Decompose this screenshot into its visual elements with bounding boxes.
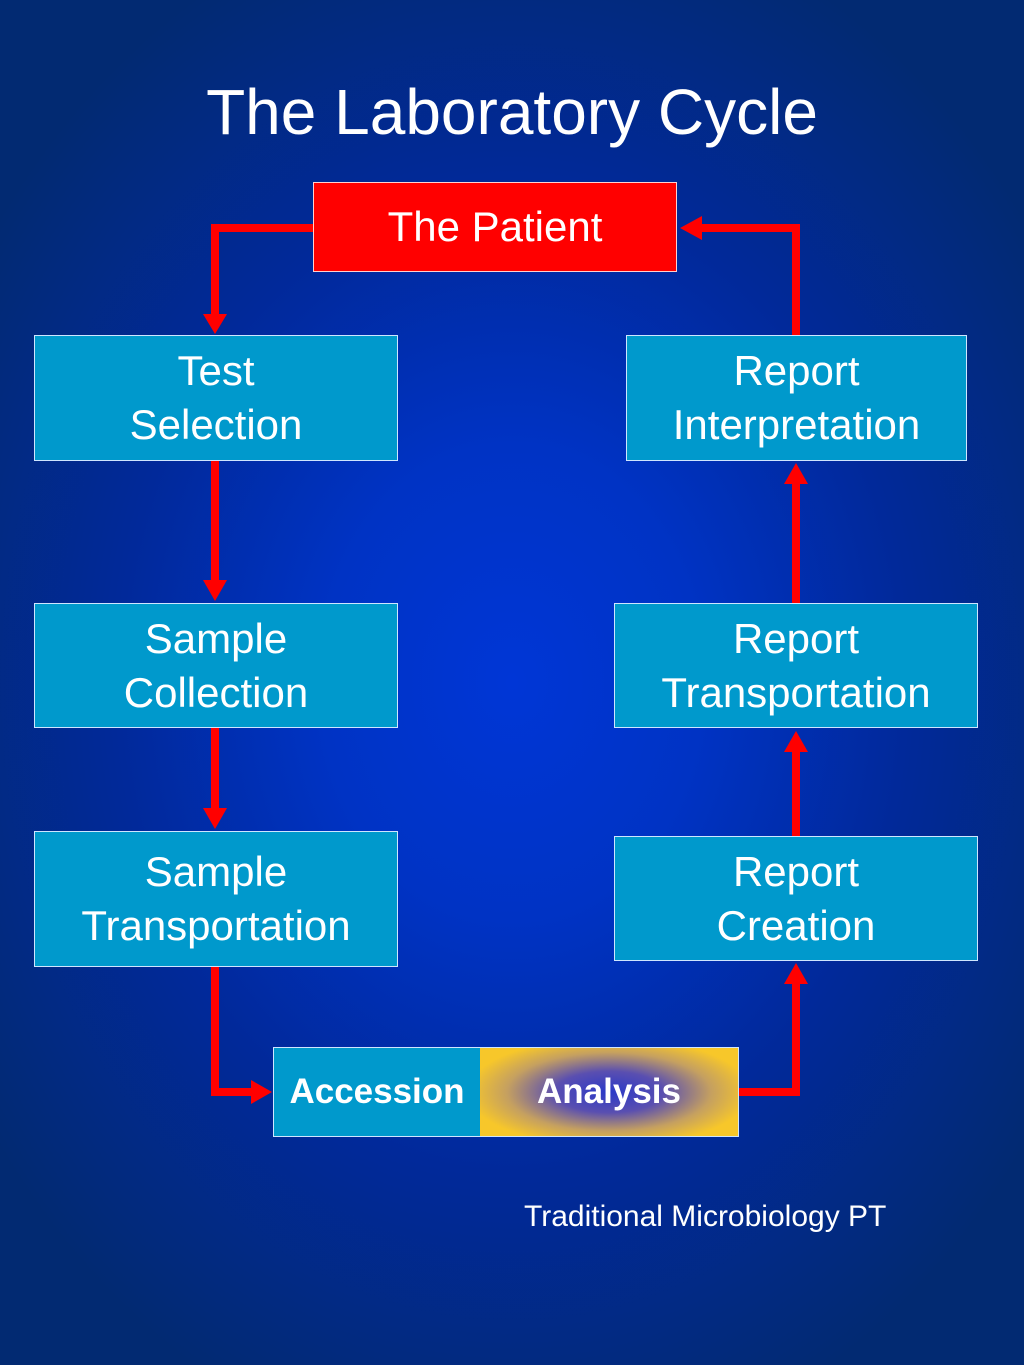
box-line: Creation <box>716 901 876 949</box>
report-creation-box: Report Creation <box>614 836 978 961</box>
box-line: Transportation <box>81 902 351 949</box>
box-line: Collection <box>123 668 309 716</box>
slide-title: The Laboratory Cycle <box>206 76 818 148</box>
box-line: Transportation <box>661 668 931 716</box>
arrow-analysis-to-report-creation <box>739 980 800 1096</box>
box-line: Sample <box>144 848 288 895</box>
patient-label: The Patient <box>387 203 603 250</box>
patient-box: The Patient <box>313 182 677 272</box>
box-line: Test <box>177 347 255 394</box>
box-line: Report <box>733 347 860 394</box>
arrowhead-up <box>784 963 808 984</box>
arrow-patient-to-test-selection <box>211 224 313 318</box>
accession-cell: Accession <box>274 1048 480 1136</box>
arrowhead-down <box>203 580 227 601</box>
sample-collection-box: Sample Collection <box>34 603 398 728</box>
report-transportation-box: Report Transportation <box>614 603 978 728</box>
analysis-label: Analysis <box>537 1072 681 1111</box>
report-interpretation-box: Report Interpretation <box>626 335 967 461</box>
arrowhead-down <box>203 314 227 334</box>
test-selection-box: Test Selection <box>34 335 398 461</box>
box-line: Sample <box>144 614 288 662</box>
sample-transportation-box: Sample Transportation <box>34 831 398 967</box>
accession-label: Accession <box>289 1072 465 1111</box>
analysis-cell: Analysis <box>480 1048 738 1136</box>
arrowhead-left <box>680 216 702 240</box>
caption: Traditional Microbiology PT <box>524 1200 887 1233</box>
arrowhead-up <box>784 463 808 484</box>
arrowhead-down <box>203 808 227 829</box>
box-line: Report <box>732 614 860 662</box>
accession-analysis-box: Accession Analysis <box>273 1047 739 1137</box>
arrow-interpretation-to-patient <box>698 224 800 335</box>
arrow-transportation-to-accession <box>211 967 255 1096</box>
arrowhead-up <box>784 731 808 752</box>
box-line: Selection <box>129 401 303 448</box>
box-line: Interpretation <box>672 401 921 448</box>
arrowhead-right <box>251 1080 272 1104</box>
box-line: Report <box>732 847 860 895</box>
